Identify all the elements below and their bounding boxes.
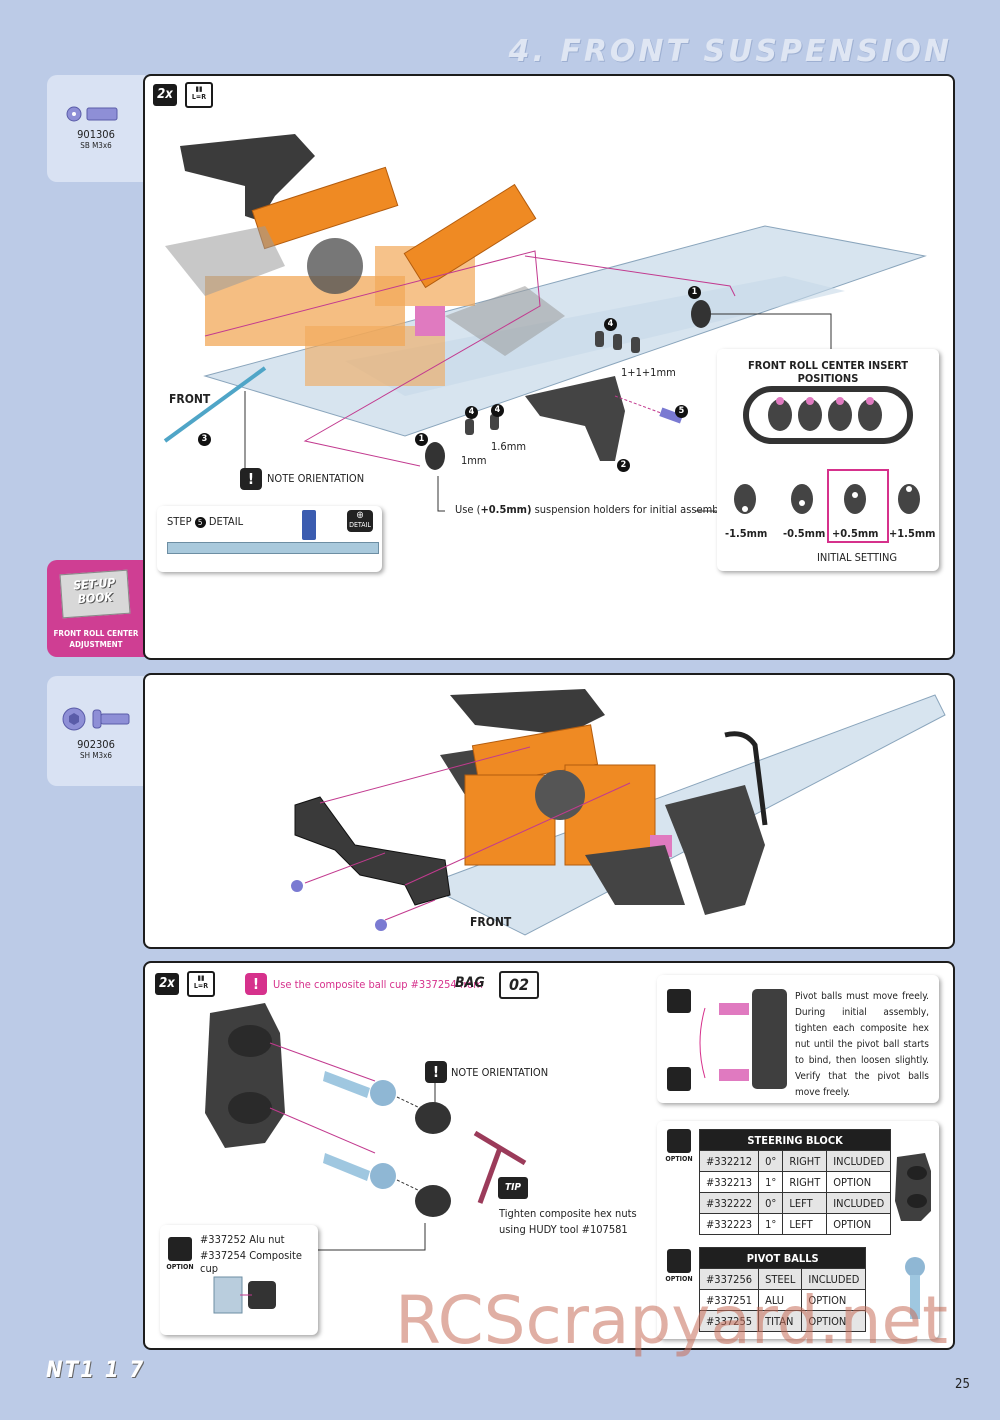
arrow-icon	[667, 1067, 691, 1091]
step-panel-1: 2x ▮▮L=R	[143, 74, 955, 660]
option-box: OPTION #337252 Alu nut #337254 Composite…	[160, 1225, 318, 1335]
bag-number: 02	[499, 971, 539, 999]
steering-block-thumbnail	[895, 1153, 931, 1221]
part-code: 901306	[77, 128, 115, 141]
suspension-assembly-illustration	[163, 134, 927, 512]
note-orientation: NOTE ORIENTATION	[451, 1066, 549, 1079]
watermark: RCScrapyard.net	[395, 1282, 948, 1359]
steering-block-illustration	[205, 1003, 527, 1251]
initial-setting-label: INITIAL SETTING	[817, 551, 898, 564]
tip-icon: TIP	[498, 1177, 528, 1199]
page-title: 4. FRONT SUSPENSION	[508, 34, 952, 69]
shim-label-c: 1mm	[461, 454, 487, 467]
warning-icon: !	[425, 1061, 447, 1083]
bag-note: Use the composite ball cup #337254 from	[273, 978, 483, 991]
pivot-ball-thumbnail	[905, 1257, 925, 1319]
arrow-icon	[667, 989, 691, 1013]
insert-positions	[734, 484, 920, 514]
position-label-1: -1.5mm	[725, 527, 768, 540]
callout-4b: 4	[491, 404, 504, 417]
part-code: 902306	[77, 738, 115, 751]
insert-tree-illustration	[743, 386, 913, 444]
callout-4c: 4	[465, 406, 478, 419]
table-title: STEERING BLOCK	[698, 1129, 892, 1151]
initial-setting-highlight	[827, 469, 889, 543]
initial-assembly-note: Use (+0.5mm) suspension holders for init…	[455, 503, 728, 516]
detail-title: STEP 5 DETAIL	[167, 515, 244, 528]
brand-logo: NT1 1 7	[46, 1358, 146, 1383]
step-panel-2: FRONT	[143, 673, 955, 949]
page-number: 25	[955, 1377, 970, 1392]
note-orientation: NOTE ORIENTATION	[267, 472, 365, 485]
step-detail-box: STEP 5 DETAIL ⊕DETAIL	[157, 506, 382, 572]
callout-1b: 1	[415, 433, 428, 446]
left-right-icon: ▮▮L=R	[185, 82, 213, 108]
position-label-4: +1.5mm	[889, 527, 936, 540]
setup-caption-1: FRONT ROLL CENTER	[53, 629, 139, 638]
warning-icon: !	[245, 973, 267, 995]
thumbs-up-icon	[667, 1249, 691, 1273]
callout-3: 3	[198, 433, 211, 446]
thumbs-up-icon	[667, 1129, 691, 1153]
part-desc: SB M3x6	[80, 141, 112, 150]
front-bulkhead-illustration	[291, 689, 946, 936]
part-desc: SH M3x6	[80, 751, 112, 760]
warning-icon: !	[240, 468, 262, 490]
left-right-icon: ▮▮L=R	[187, 971, 215, 997]
front-label: FRONT	[169, 392, 211, 406]
callout-5: 5	[675, 405, 688, 418]
callout-4: 4	[604, 318, 617, 331]
book-icon: SET-UP BOOK	[59, 569, 131, 619]
screw-icon	[62, 707, 130, 731]
bag-label: BAG	[455, 975, 485, 991]
quantity-badge: 2x	[153, 84, 177, 106]
setup-book-tab[interactable]: SET-UP BOOK FRONT ROLL CENTER ADJUSTMENT	[47, 560, 145, 657]
position-label-3: +0.5mm	[832, 527, 879, 540]
part-tab-2: 902306 SH M3x6	[47, 676, 145, 786]
nut-cup-illustration	[213, 1276, 276, 1314]
table-title: PIVOT BALLS	[698, 1247, 867, 1269]
callout-2: 2	[617, 459, 630, 472]
screw-detail	[302, 510, 316, 540]
option-line-2: #337254 Composite cup	[200, 1249, 303, 1275]
roll-center-box: FRONT ROLL CENTER INSERT POSITIONS -1.5m…	[717, 349, 939, 571]
quantity-badge: 2x	[155, 973, 179, 995]
pivot-note-box: Pivot balls must move freely. During ini…	[657, 975, 939, 1103]
option-label: OPTION	[665, 1155, 693, 1163]
roll-center-title: FRONT ROLL CENTER INSERT POSITIONS	[748, 359, 908, 385]
part-tab-1: 901306 SB M3x6	[47, 75, 145, 182]
pivot-note-text: Pivot balls must move freely. During ini…	[795, 991, 929, 1098]
thumbs-up-icon	[168, 1237, 192, 1261]
screw-icon	[66, 106, 118, 122]
position-label-2: -0.5mm	[783, 527, 826, 540]
rod-detail	[167, 542, 379, 554]
tip-text-1: Tighten composite hex nuts	[499, 1207, 637, 1220]
shim-label-a: 1+1+1mm	[621, 366, 676, 379]
option-line-1: #337252 Alu nut	[200, 1233, 285, 1246]
pivot-ball-illustration	[699, 989, 787, 1089]
step-panel-3: 2x ▮▮L=R ! Use the composite ball cup #3…	[143, 961, 955, 1350]
front-label: FRONT	[470, 915, 512, 929]
magnify-icon: ⊕DETAIL	[347, 510, 373, 532]
tip-text-2: using HUDY tool #107581	[499, 1223, 628, 1236]
shim-label-b: 1.6mm	[491, 440, 527, 453]
callout-1: 1	[688, 286, 701, 299]
option-label: OPTION	[665, 1275, 693, 1283]
option-label: OPTION	[166, 1263, 194, 1271]
setup-caption-2: ADJUSTMENT	[69, 640, 123, 649]
